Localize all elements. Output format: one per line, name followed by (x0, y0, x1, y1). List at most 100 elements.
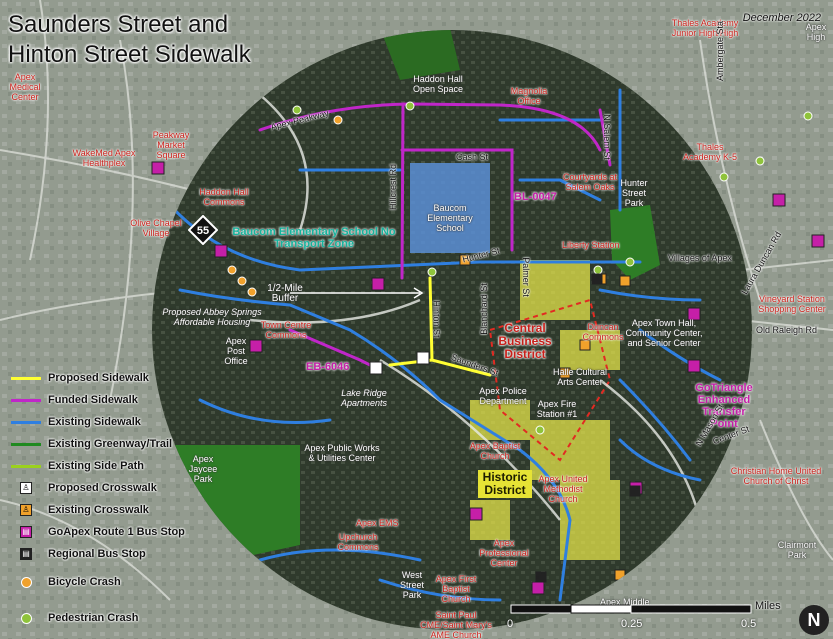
scale-tick-0-5: 0.5 (741, 618, 757, 630)
place-apex-public-works: Apex Public Works & Utilities Center (304, 443, 380, 463)
legend-item-regional-bus-stop: ▤ Regional Bus Stop (10, 544, 146, 564)
place-magnolia-office: Magnolia Office (510, 86, 548, 106)
legend-item-existing-sidewalk: Existing Sidewalk (10, 412, 141, 432)
place-apex-police: Apex Police Department (479, 386, 527, 406)
place-abbey-springs: Proposed Abbey Springs Affordable Housin… (162, 307, 262, 327)
legend-item-proposed-sidewalk: Proposed Sidewalk (10, 368, 149, 388)
map-date: December 2022 (742, 12, 821, 24)
legend-item-existing-greenway: Existing Greenway/Trail (10, 434, 172, 454)
scale-unit: Miles (755, 600, 781, 612)
street-n-salem-st: N Salem St (601, 114, 612, 160)
street-blanchard-st: Blanchard St (478, 283, 489, 335)
scale-tick-0-25: 0.25 (621, 618, 643, 630)
route-badge-label: 55 (197, 225, 209, 237)
map-title-line-1: Saunders Street and (8, 11, 229, 38)
place-apex-post-office: Apex Post Office (224, 336, 248, 366)
legend-label: Proposed Crosswalk (48, 482, 157, 494)
place-haddon-hall-open-space: Haddon Hall Open Space (412, 74, 464, 94)
bicycle-crash-dot-icon (20, 576, 32, 588)
legend-funded-sidewalk-line-icon (11, 398, 41, 402)
place-baucom-school-building: Baucom Elementary School (427, 203, 473, 233)
legend-label: Funded Sidewalk (48, 394, 138, 406)
legend-item-pedestrian-crash: Pedestrian Crash (10, 608, 138, 628)
legend-existing-sidewalk-line-icon (11, 420, 41, 424)
legend-item-proposed-crosswalk: ♙ Proposed Crosswalk (10, 478, 157, 498)
place-apex-professional-center: Apex Professional Center (479, 538, 529, 568)
place-historic-district: Historic District (478, 470, 532, 498)
label-half-mile-buffer: 1/2-Mile Buffer (267, 283, 303, 304)
map-title: Saunders Street and Hinton Street Sidewa… (8, 10, 251, 70)
legend-label: GoApex Route 1 Bus Stop (48, 526, 185, 538)
map-title-line-2: Hinton Street Sidewalk (8, 41, 251, 68)
place-haddon-hall-commons: Haddon Hall Commons (199, 187, 249, 207)
scale-bar-graphic (510, 604, 752, 614)
legend-label: Bicycle Crash (48, 576, 121, 588)
legend-item-funded-sidewalk: Funded Sidewalk (10, 390, 138, 410)
street-palmer-st: Palmer St (520, 257, 531, 297)
place-apex-high: Apex High (805, 22, 827, 42)
place-apex-jaycee-park: Apex Jaycee Park (188, 454, 218, 484)
place-apex-middle: Apex Middle (600, 597, 650, 607)
legend-label: Pedestrian Crash (48, 612, 139, 624)
street-cash-st: Cash St (456, 152, 489, 162)
legend-label: Proposed Sidewalk (48, 372, 149, 384)
nc-55-route-shield-icon: 55 (188, 215, 218, 245)
scale-tick-0: 0 (507, 618, 514, 630)
place-christian-home: Christian Home United Church of Christ (730, 466, 822, 486)
bus-stop-icon: ▤ (20, 526, 32, 538)
project-bl-0047: BL-0047 (514, 191, 557, 203)
place-thales-k5: Thales Academy K-5 (682, 142, 738, 162)
street-hinton-st: Hinton St (431, 300, 442, 338)
place-peakway-market-square: Peakway Market Square (152, 130, 190, 160)
place-town-centre-commons: Town Centre Commons (260, 320, 312, 340)
place-villages-of-apex: Villages of Apex (668, 253, 732, 263)
place-central-business-district: Central Business District (498, 321, 552, 361)
place-courtyards: Courtyards at Salem Oaks (562, 172, 618, 192)
place-apex-fire: Apex Fire Station #1 (536, 399, 578, 419)
street-ambergate-sta: Ambergate Sta (715, 20, 726, 82)
legend-label: Existing Sidewalk (48, 416, 141, 428)
scale-bar: 0 0.25 0.5 Miles (505, 600, 781, 630)
place-wakemed: WakeMed Apex Healthplex (72, 148, 136, 168)
pedestrian-crash-dot-icon (20, 612, 32, 624)
street-old-raleigh-rd: Old Raleigh Rd (756, 325, 818, 335)
legend-item-bicycle-crash: Bicycle Crash (10, 572, 121, 592)
place-clairmont-park: Clairmont Park (777, 540, 817, 560)
place-thales-jr-high: Thales Academy Junior High/High (671, 18, 739, 38)
place-halle-cultural: Halle Cultural Arts Center (552, 367, 608, 387)
regional-bus-stop-icon: ▤ (20, 548, 32, 560)
legend-label: Existing Side Path (48, 460, 144, 472)
place-apex-baptist: Apex Baptist Church (469, 441, 521, 461)
legend-label: Existing Crosswalk (48, 504, 149, 516)
place-lake-ridge: Lake Ridge Apartments (340, 388, 388, 408)
north-label: N (807, 610, 821, 630)
place-duncan-commons: Duncan Commons (582, 322, 624, 342)
legend-item-goapex-bus-stop: ▤ GoApex Route 1 Bus Stop (10, 522, 185, 542)
north-arrow-icon: N (799, 605, 829, 635)
place-apex-medical-center: Apex Medical Center (9, 72, 41, 102)
street-hillcrest-rd: Hillcrest Rd (388, 163, 399, 211)
place-vineyard-station: Vineyard Station Shopping Center (758, 294, 826, 314)
legend-greenway-line-icon (11, 442, 41, 446)
legend-item-existing-crosswalk: ♙ Existing Crosswalk (10, 500, 149, 520)
place-apex-united-methodist: Apex United Methodist Church (538, 474, 588, 504)
pedestrian-crosswalk-icon: ♙ (20, 482, 32, 494)
legend-proposed-sidewalk-line-icon (11, 376, 41, 380)
legend-item-existing-side-path: Existing Side Path (10, 456, 144, 476)
place-apex-ems: Apex EMS (356, 518, 399, 528)
place-town-hall: Apex Town Hall, Community Center, and Se… (625, 318, 703, 348)
legend-label: Existing Greenway/Trail (48, 438, 173, 450)
existing-crosswalk-icon: ♙ (20, 504, 32, 516)
place-apex-first-baptist: Apex First Baptist Church (435, 574, 477, 604)
project-eb-6046: EB-6046 (306, 361, 350, 373)
legend-side-path-line-icon (11, 464, 41, 468)
place-gotriangle: GoTriangle Enhanced Transfer Point (695, 382, 753, 430)
place-olive-chapel-village: Olive Chapel Village (130, 218, 182, 238)
place-hunter-street-park: Hunter Street Park (620, 178, 648, 208)
place-saint-paul: Saint Paul CME/Saint Mary's AME Church (420, 610, 492, 639)
place-west-street-park: West Street Park (399, 570, 424, 600)
legend-label: Regional Bus Stop (48, 548, 146, 560)
place-baucom-no-transport-zone: Baucom Elementary School No Transport Zo… (232, 226, 396, 250)
